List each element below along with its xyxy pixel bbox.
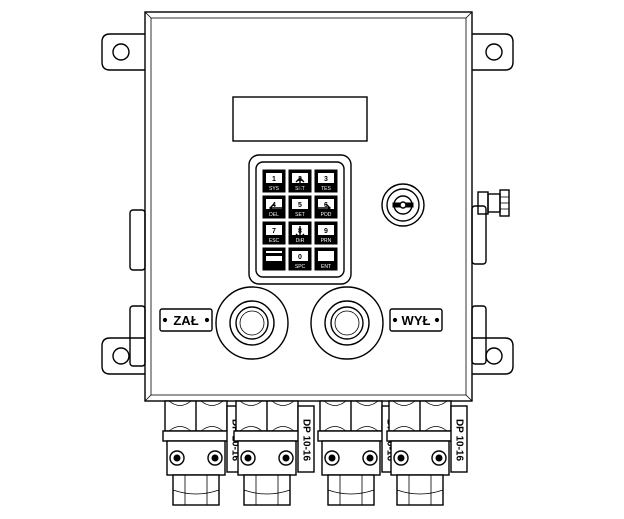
gland-label: DP 10-16 [453,419,464,462]
arrow-icon [269,203,282,213]
arrow-icon [295,177,305,190]
hinge-left [129,209,146,367]
screw-icon [362,450,378,466]
key-number: 1 [272,176,276,183]
mounting-ear-bottom-right [472,337,514,375]
mounting-ear-bottom-left [101,337,145,375]
keypad-key[interactable] [262,247,286,271]
side-fitting [477,189,510,217]
key-number: 9 [324,228,328,235]
screw-icon [207,450,223,466]
mounting-ear-top-right [472,33,514,71]
screw-icon [324,450,340,466]
screw-icon [431,450,447,466]
key-number: 6 [324,202,328,209]
key-sublabel: SET [295,212,305,218]
on-label: ZAŁ [173,313,198,328]
screw-icon [240,450,256,466]
key-face [318,173,334,183]
cable-gland: DP 10-16 [162,400,244,506]
key-number: 5 [298,202,302,209]
key-sublabel: SYS [269,186,280,192]
key-face [266,173,282,183]
off-button[interactable] [310,286,384,360]
key-number: 3 [324,176,328,183]
key-sublabel: SPC [295,264,306,270]
off-label-plate: WYŁ [389,308,443,332]
key-sublabel: ESC [269,238,280,244]
gland-label: DP 10-16 [300,419,311,462]
keypad: 1SYS2SET3TES4DEL5SET6POD7ESC8DIR9PRN0SPC… [248,154,352,285]
cable-glands: DP 10-16 DP 10-16 DP 10-16 DP 10-16 [162,400,468,506]
key-face [292,199,308,209]
key-number: 4 [272,202,276,209]
key-face [318,251,334,261]
arrow-icon [318,203,331,213]
key-switch[interactable] [381,183,425,227]
dash-icon [266,253,282,256]
key-number: 0 [298,254,302,261]
key-face [292,251,308,261]
key-number: 7 [272,228,276,235]
screw-icon [393,450,409,466]
key-face [266,225,282,235]
key-sublabel: ENT [321,264,331,270]
key-face [318,225,334,235]
key-sublabel: DEL [269,212,279,218]
key-sublabel: TES [321,186,331,192]
arrow-icon [295,226,305,239]
screw-icon [169,450,185,466]
key-sublabel: PRN [321,238,332,244]
on-label-plate: ZAŁ [159,308,213,332]
key-sublabel: POD [321,212,332,218]
hinge-right [471,205,487,365]
off-label: WYŁ [402,313,431,328]
mounting-ear-top-left [101,33,145,71]
cable-gland: DP 10-16 [317,400,399,506]
on-button[interactable] [215,286,289,360]
screw-icon [278,450,294,466]
keypad-key[interactable]: ENT [314,247,338,271]
cable-gland: DP 10-16 [386,400,468,506]
key-sublabel: DIR [296,238,305,244]
cable-gland: DP 10-16 [233,400,315,506]
enclosure-body [144,11,473,402]
display-window [232,96,368,142]
